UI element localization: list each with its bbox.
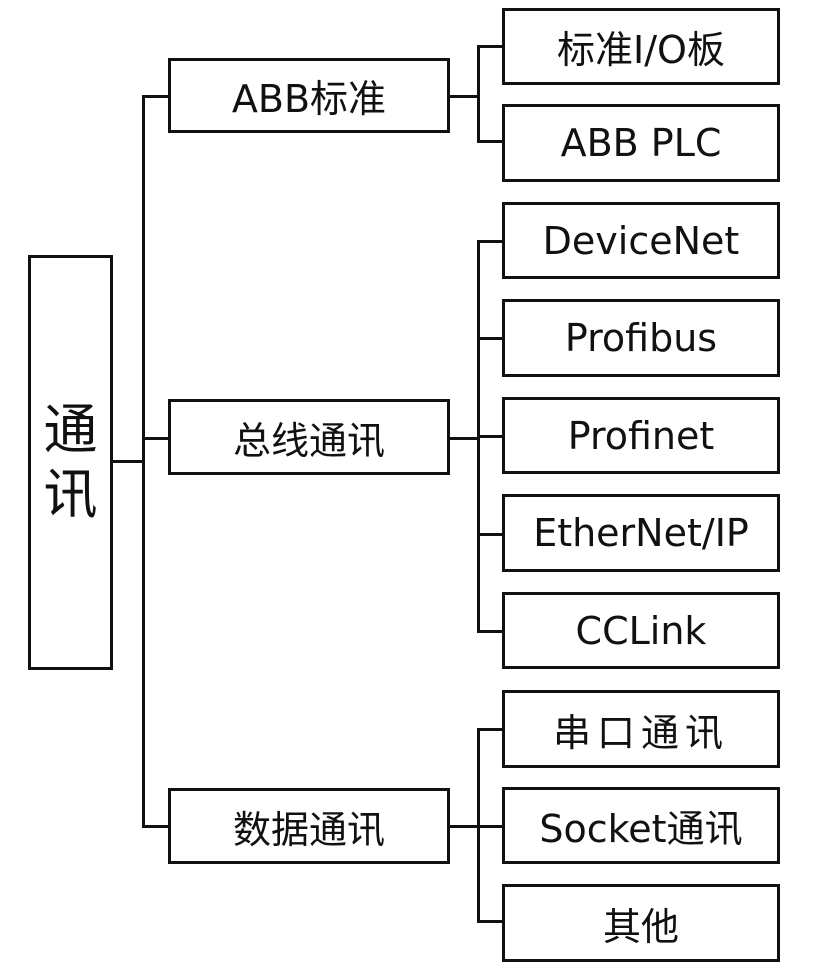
leaf-devicenet: DeviceNet: [502, 202, 780, 279]
category-label: 数据通讯: [232, 807, 385, 852]
connector-abb-out: [450, 95, 480, 98]
connector-fieldbus-leaf-3: [477, 435, 503, 438]
leaf-abb-plc: ABB PLC: [502, 104, 780, 182]
connector-fieldbus-leaf-5: [477, 630, 503, 633]
leaf-label: CCLink: [575, 608, 707, 653]
root-char-1: 通: [43, 397, 98, 461]
leaf-profinet: Profinet: [502, 397, 780, 474]
leaf-label: ABB PLC: [560, 121, 722, 165]
connector-root-trunk: [142, 95, 145, 827]
leaf-serial-comm: 串口通讯: [502, 690, 780, 768]
connector-root-out: [113, 460, 145, 463]
connector-fieldbus-leaf-2: [477, 337, 503, 340]
category-fieldbus: 总线通讯: [168, 399, 450, 475]
connector-data-leaf-3: [477, 920, 503, 923]
leaf-standard-io-board: 标准I/O板: [502, 8, 780, 85]
leaf-label: DeviceNet: [542, 218, 740, 263]
connector-data-out: [450, 825, 480, 828]
leaf-label: Socket通讯: [539, 807, 743, 851]
root-char-2: 讯: [43, 462, 98, 526]
leaf-label: 串口通讯: [552, 710, 729, 755]
category-data-comm: 数据通讯: [168, 788, 450, 864]
connector-fieldbus-leaf-1: [477, 240, 503, 243]
category-label: ABB标准: [231, 77, 387, 121]
leaf-profibus: Profibus: [502, 299, 780, 377]
leaf-label: 标准I/O板: [557, 28, 725, 72]
connector-fieldbus-leaf-4: [477, 533, 503, 536]
category-label: 总线通讯: [232, 418, 385, 463]
category-abb-standard: ABB标准: [168, 58, 450, 133]
connector-to-abb-standard: [142, 95, 169, 98]
leaf-other: 其他: [502, 884, 780, 962]
connector-abb-trunk: [477, 45, 480, 143]
connector-abb-leaf-1: [477, 45, 503, 48]
leaf-label: Profibus: [564, 316, 718, 360]
connector-to-fieldbus: [142, 437, 169, 440]
leaf-cclink: CCLink: [502, 592, 780, 669]
connector-abb-leaf-2: [477, 140, 503, 143]
connector-data-leaf-1: [477, 728, 503, 731]
leaf-label: EtherNet/IP: [533, 511, 749, 555]
leaf-ethernet-ip: EtherNet/IP: [502, 494, 780, 572]
root-node-communication: 通 讯: [28, 255, 113, 670]
connector-to-data-comm: [142, 825, 169, 828]
connector-data-leaf-2: [477, 825, 503, 828]
leaf-label: 其他: [602, 904, 679, 949]
connector-fieldbus-out: [450, 437, 480, 440]
leaf-socket-comm: Socket通讯: [502, 787, 780, 864]
leaf-label: Profinet: [567, 413, 715, 458]
